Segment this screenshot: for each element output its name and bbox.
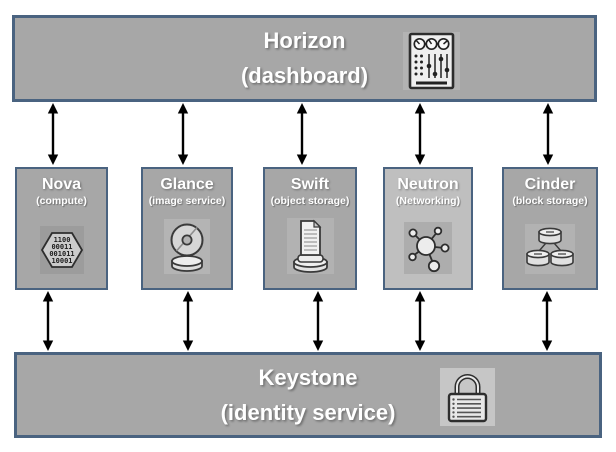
svg-text:1100: 1100 bbox=[53, 236, 70, 244]
nova-title: Nova bbox=[41, 176, 82, 193]
glance-title: Glance bbox=[160, 176, 214, 193]
bidirectional-arrow-horizon-nova bbox=[47, 103, 59, 165]
bidirectional-arrow-cinder-keystone bbox=[541, 291, 553, 351]
bidirectional-arrow-horizon-swift bbox=[296, 103, 308, 165]
cinder-title: Cinder bbox=[524, 176, 576, 193]
node-horizon: Horizon (dashboard) bbox=[12, 15, 597, 102]
storage-drums-icon bbox=[525, 224, 575, 274]
svg-text:00011: 00011 bbox=[51, 243, 72, 251]
optical-disc-icon bbox=[164, 219, 210, 274]
network-hub-icon bbox=[404, 222, 452, 274]
padlock-icon bbox=[440, 368, 495, 426]
glance-subtitle: (image service) bbox=[148, 195, 226, 207]
bidirectional-arrow-neutron-keystone bbox=[414, 291, 426, 351]
horizon-text: Horizon (dashboard) bbox=[15, 18, 594, 93]
svg-text:001011: 001011 bbox=[49, 250, 74, 258]
swift-subtitle: (object storage) bbox=[270, 195, 350, 207]
bidirectional-arrow-horizon-cinder bbox=[542, 103, 554, 165]
nova-subtitle: (compute) bbox=[36, 195, 87, 207]
service-node-cinder: Cinder (block storage) bbox=[502, 167, 598, 290]
control-panel-icon bbox=[403, 32, 460, 90]
swift-title: Swift bbox=[290, 176, 330, 193]
binary-hexagon-icon: 1100 00011 001011 10001 bbox=[39, 226, 84, 274]
svg-text:10001: 10001 bbox=[51, 257, 72, 265]
service-node-glance: Glance (image service) bbox=[141, 167, 233, 290]
bidirectional-arrow-horizon-glance bbox=[177, 103, 189, 165]
cinder-subtitle: (block storage) bbox=[512, 195, 588, 207]
service-node-swift: Swift (object storage) bbox=[263, 167, 357, 290]
horizon-subtitle: (dashboard) bbox=[240, 63, 369, 88]
neutron-subtitle: (Networking) bbox=[395, 195, 461, 207]
keystone-title: Keystone bbox=[258, 365, 358, 390]
neutron-title: Neutron bbox=[397, 176, 459, 193]
horizon-title: Horizon bbox=[263, 28, 346, 53]
service-node-nova: Nova (compute) 1100 00011 001011 10001 bbox=[15, 167, 108, 290]
bidirectional-arrow-swift-keystone bbox=[312, 291, 324, 351]
service-node-neutron: Neutron (Networking) bbox=[383, 167, 473, 290]
bidirectional-arrow-glance-keystone bbox=[182, 291, 194, 351]
bidirectional-arrow-nova-keystone bbox=[42, 291, 54, 351]
keystone-subtitle: (identity service) bbox=[220, 400, 396, 425]
keystone-text: Keystone (identity service) bbox=[17, 355, 599, 430]
bidirectional-arrow-horizon-neutron bbox=[414, 103, 426, 165]
document-drum-icon bbox=[286, 218, 334, 274]
node-keystone: Keystone (identity service) bbox=[14, 352, 602, 438]
